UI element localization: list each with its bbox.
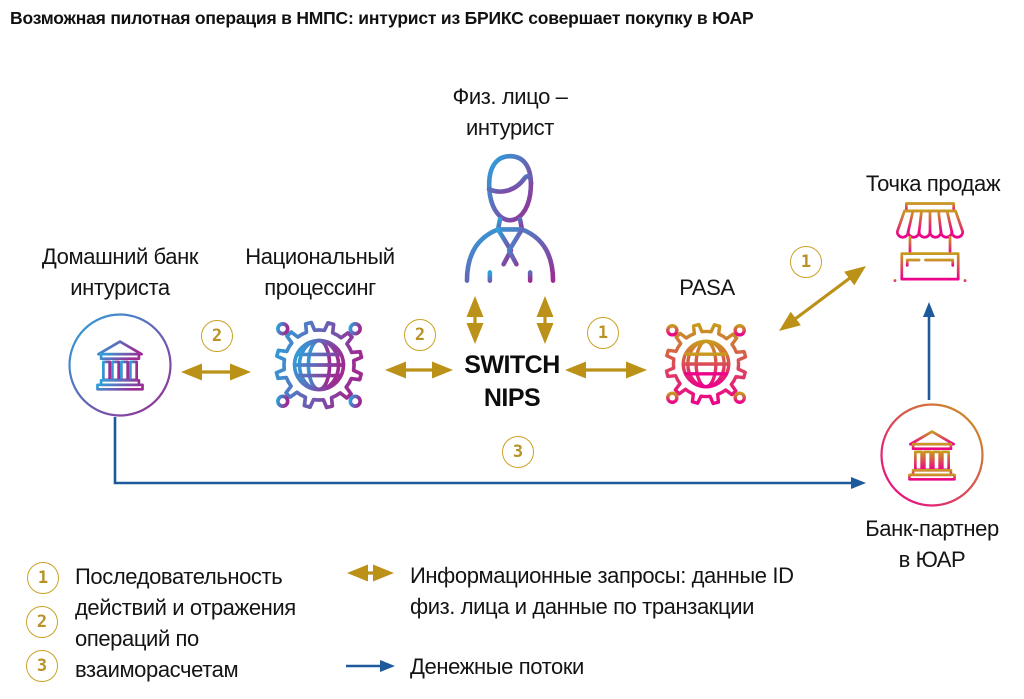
tourist-label: Физ. лицо – интурист [452,84,568,140]
pasa-label: PASA [679,275,735,300]
partner-bank-circle [880,403,984,507]
pos-label: Точка продаж [865,171,1001,196]
home-bank-label: Домашний банк интуриста [41,244,199,300]
home-bank-icon [68,313,172,417]
tourist-icon [464,153,556,283]
store-icon [893,202,967,282]
step-badge-processing-switch: 2 [404,319,436,351]
page-title: Возможная пилотная операция в НМПС: инту… [10,8,754,28]
legend-money-text: Денежные потоки [410,654,584,679]
step-badge-pasa-pos: 1 [790,246,822,278]
money-flow-home-to-partner [113,417,866,489]
pasa-icon [664,322,748,406]
legend-info-text: Информационные запросы: данные ID физ. л… [410,563,794,619]
legend-sequence-text: Последовательность действий и отражения … [75,564,296,682]
legend-badge-3: 3 [26,650,58,682]
partner-bank-icon [880,403,984,507]
bank-icon [96,340,144,391]
step-badge-switch-pasa: 1 [587,317,619,349]
bank-icon [908,430,956,481]
national-processing-label: Национальный процессинг [245,244,395,300]
partner-bank-label: Банк-партнер в ЮАР [865,516,999,572]
person-icon [464,153,556,283]
legend-badge-1: 1 [27,562,59,594]
pos-icon [893,202,967,282]
step-badge-home-processing: 2 [201,320,233,352]
info-arrow-pasa-pos [778,266,867,331]
gear-globe-icon [664,322,748,406]
national-processing-icon [274,320,364,410]
step-badge-money-path: 3 [502,436,534,468]
gear-globe-icon [274,320,364,410]
switch-nips-label: SWITCH NIPS [464,351,560,412]
home-bank-circle [68,313,172,417]
legend-badge-2: 2 [26,606,58,638]
